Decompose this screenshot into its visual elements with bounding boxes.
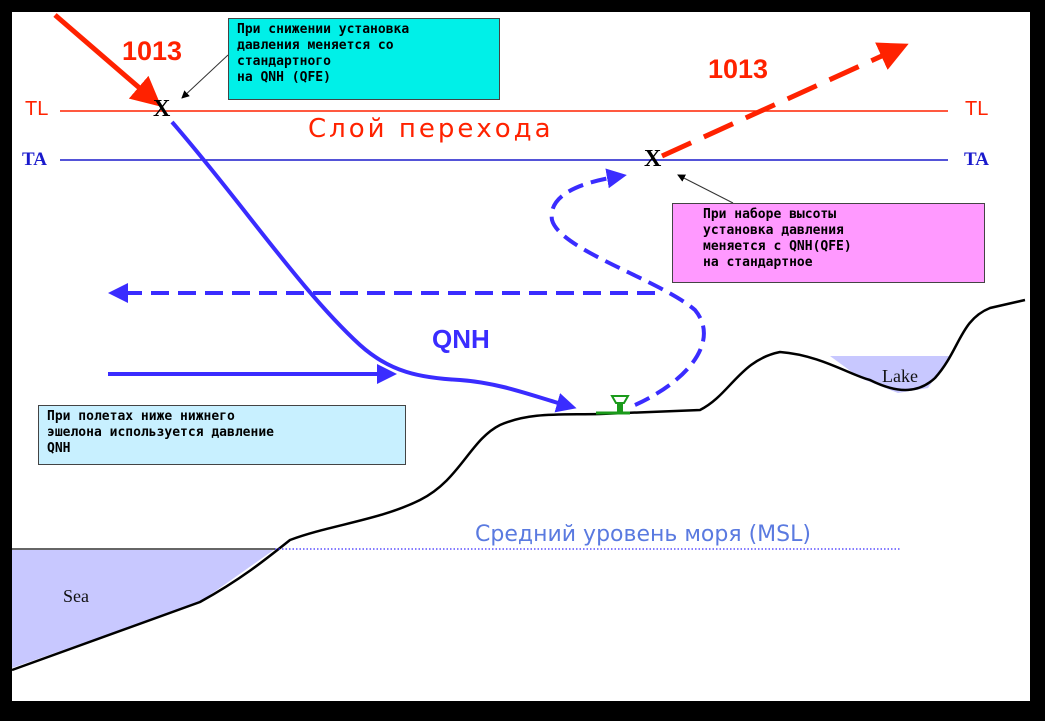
lake-label: Lake [882,366,918,386]
descent-note-pointer [181,54,229,99]
standard-pressure-label-left: 1013 [122,36,183,66]
ta-label-right: TA [964,149,989,170]
dashed-climb-path [549,168,706,407]
standard-pressure-label-right: 1013 [708,54,769,84]
qnh-label: QNH [432,324,490,354]
lake-area [830,356,950,393]
tl-label-right: TL [965,98,989,120]
ta-label-left: TA [22,149,47,170]
climb-standard-arrow [660,42,909,159]
terrain-line [11,298,1026,672]
climb-note: При наборе высоты установка давления мен… [672,203,985,283]
descent-note: При снижении установка давления меняется… [228,18,500,100]
airport-icon [596,395,630,415]
climb-change-marker: X [644,146,662,172]
low-flight-note: При полетах ниже нижнего эшелона использ… [38,405,406,465]
transition-layer-label: Слой перехода [308,114,554,144]
tl-label-left: TL [25,98,49,120]
climb-note-pointer [677,174,734,204]
descent-standard-arrow [53,13,162,107]
descent-qnh-path [170,120,577,413]
msl-label: Средний уровень моря (MSL) [475,522,811,547]
descent-change-marker: X [153,96,171,122]
sea-area [12,549,275,668]
sea-label: Sea [63,586,89,606]
